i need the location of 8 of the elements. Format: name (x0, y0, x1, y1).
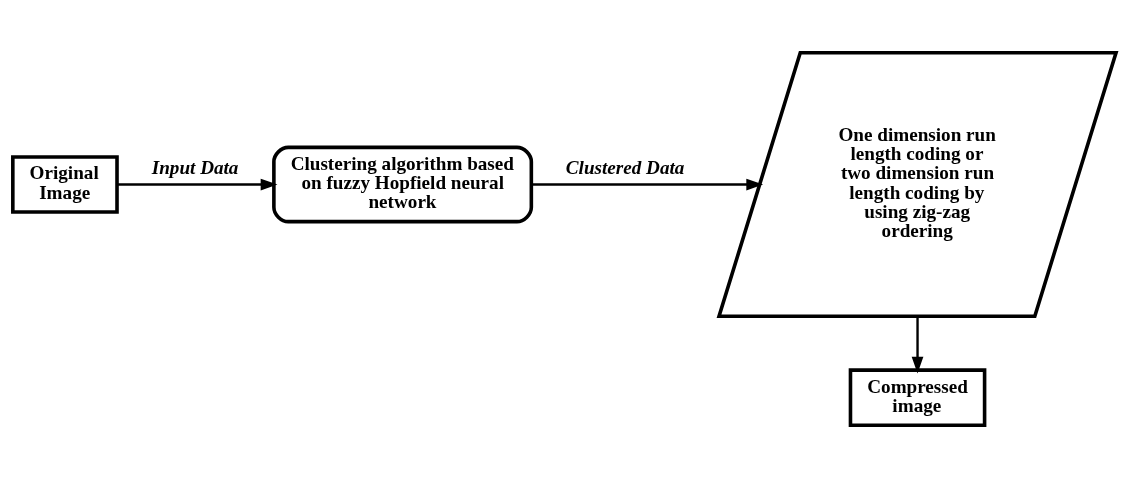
arrow (911, 316, 924, 373)
edge-label: Input Data (151, 156, 239, 177)
node-box: Compressed image (848, 367, 987, 427)
arrow (117, 178, 278, 190)
edge-label: Clustered Data (565, 156, 685, 177)
node-box: Original Image (11, 154, 119, 214)
arrow (531, 178, 764, 190)
node-box: Clustering algorithm based on fuzzy Hopfield neural network (272, 145, 534, 223)
